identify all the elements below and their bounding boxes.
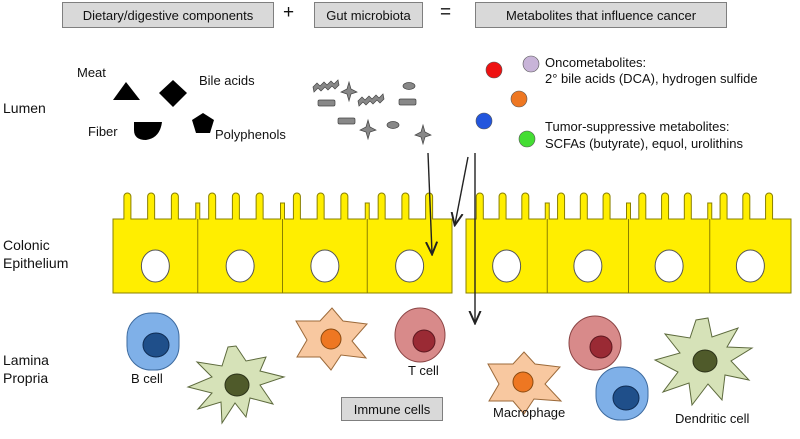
gut-microbiota-label: Gut microbiota	[326, 7, 411, 23]
oncometabolites-title: Oncometabolites:	[545, 55, 647, 70]
dietary-components-label: Dietary/digestive components	[82, 7, 254, 23]
fiber-label: Fiber	[88, 124, 118, 139]
spiky-bacterium-2	[357, 93, 385, 107]
bile-acids-diamond	[159, 80, 187, 107]
epithelium-right-segment	[465, 192, 792, 294]
epithelial-cell-nucleus	[492, 249, 522, 283]
metabolites-label: Metabolites that influence cancer	[505, 7, 697, 23]
epithelial-cell-nucleus	[310, 249, 340, 283]
rod-bacterium-2	[337, 117, 356, 125]
epithelium-label-line1: Colonic	[3, 237, 50, 253]
dietary-components-box: Dietary/digestive components	[62, 2, 274, 28]
polyphenols-pentagon	[192, 113, 214, 133]
macrophage-shape	[295, 307, 369, 371]
macrophage-shape-2	[487, 351, 563, 415]
spiky-bacterium-1	[312, 79, 340, 93]
lumen-label: Lumen	[3, 100, 46, 116]
gut-microbiota-glyphs	[312, 79, 432, 146]
dendritic-cell-shape	[186, 345, 286, 425]
meat-label: Meat	[77, 65, 106, 80]
polyphenols-label: Polyphenols	[215, 127, 286, 142]
epithelial-cell-nucleus	[395, 249, 425, 283]
b-cell-shape	[126, 312, 180, 371]
arrow-into-cell	[428, 152, 432, 253]
immune-cells-label: Immune cells	[353, 401, 431, 417]
spark-bacterium-1	[340, 80, 358, 103]
oval-bacterium-1	[402, 82, 416, 90]
t-cell-shape-2	[568, 315, 622, 371]
tumor-suppressive-title: Tumor-suppressive metabolites:	[545, 119, 730, 134]
metabolite-arrows	[428, 152, 475, 322]
spark-bacterium-3	[414, 123, 432, 146]
lavender-metabolite-dot	[522, 55, 540, 73]
lamina-propria-label-line2: Propria	[3, 370, 49, 386]
tumor-suppressive-detail: SCFAs (butyrate), equol, urolithins	[545, 136, 743, 151]
epithelial-cell-nucleus	[573, 249, 603, 283]
plus-sign: +	[283, 2, 295, 23]
spark-bacterium-2	[359, 118, 377, 141]
b-cell-label: B cell	[131, 371, 163, 386]
b-cell-shape-2	[595, 366, 649, 421]
equals-sign: =	[440, 2, 452, 23]
blue-metabolite-dot	[475, 112, 493, 130]
oval-bacterium-2	[386, 121, 400, 129]
dendritic-cell-label: Dendritic cell	[675, 411, 750, 426]
fiber-shape	[134, 122, 162, 140]
oncometabolites-detail: 2° bile acids (DCA), hydrogen sulfide	[545, 71, 758, 86]
rod-bacterium-3	[398, 98, 417, 106]
epithelial-cell-nucleus	[225, 249, 255, 283]
orange-metabolite-dot	[510, 90, 528, 108]
metabolites-box: Metabolites that influence cancer	[475, 2, 727, 28]
epithelial-cell-nucleus	[140, 249, 170, 283]
lamina-propria-label-line1: Lamina	[3, 352, 49, 368]
dendritic-cell-shape-2	[653, 317, 754, 407]
macrophage-label: Macrophage	[493, 405, 566, 420]
bile-acids-label: Bile acids	[199, 73, 255, 88]
rod-bacterium-1	[317, 99, 336, 107]
gut-microbiota-box: Gut microbiota	[314, 2, 423, 28]
epithelium-label-line2: Epithelium	[3, 255, 69, 271]
red-metabolite-dot	[485, 61, 503, 79]
epithelial-cell-nucleus	[735, 249, 765, 283]
meat-triangle	[113, 82, 140, 100]
immune-cells-box: Immune cells	[341, 397, 443, 421]
epithelial-cell-nucleus	[654, 249, 684, 283]
arrow-to-gap	[455, 156, 469, 224]
t-cell-shape	[394, 307, 446, 363]
t-cell-label: T cell	[408, 363, 439, 378]
epithelium-left-segment	[112, 192, 453, 294]
green-metabolite-dot	[518, 130, 536, 148]
